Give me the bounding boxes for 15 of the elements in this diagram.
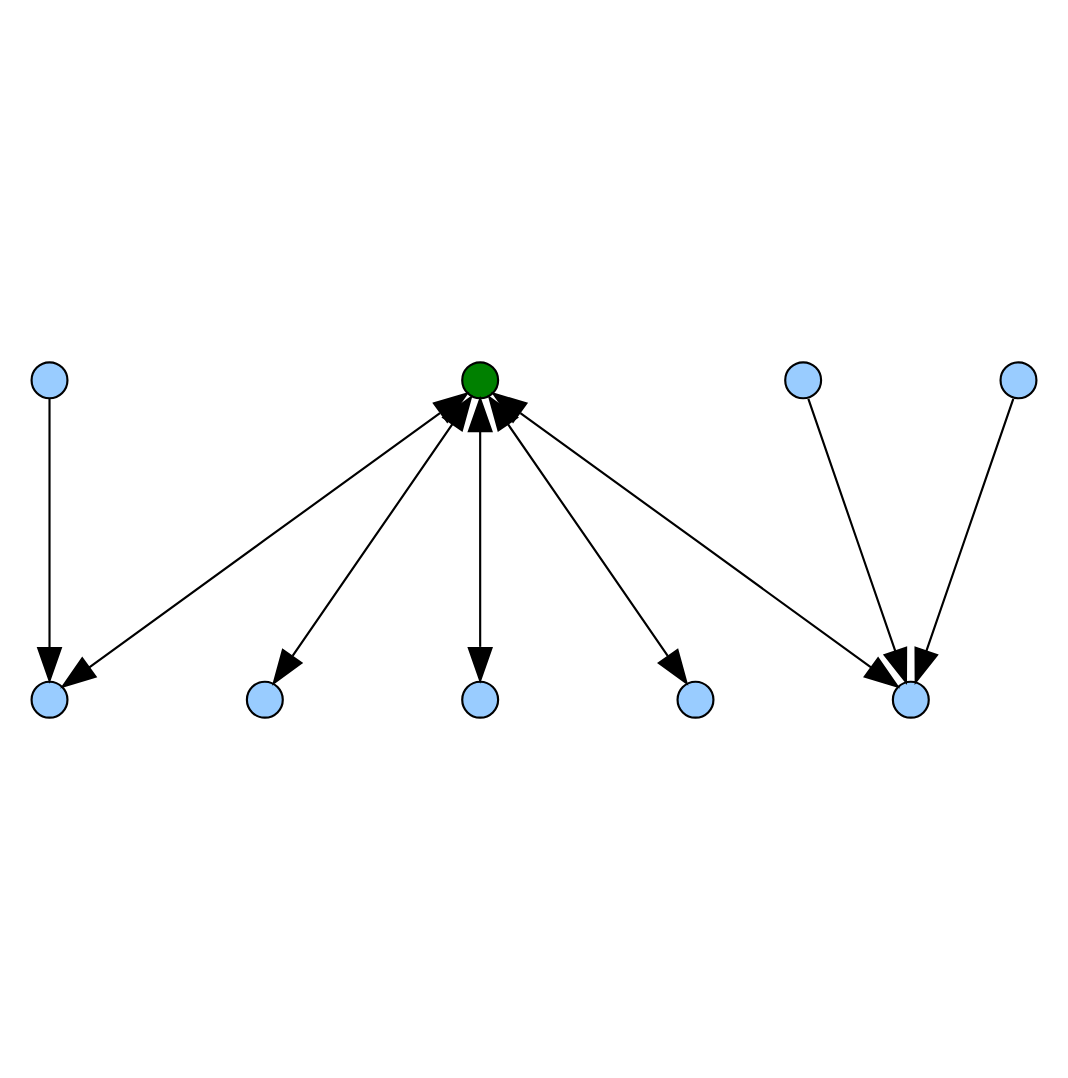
node-circle [461, 360, 500, 399]
node-circle [999, 360, 1038, 399]
arrow [36, 397, 63, 683]
node-circle [461, 679, 500, 718]
node-circle [676, 679, 715, 718]
arrow [807, 397, 908, 684]
arrow [60, 390, 470, 688]
arrow [914, 397, 1015, 684]
node-circle [30, 360, 69, 399]
arrow [467, 394, 493, 683]
arrow [487, 393, 689, 685]
node-circle [245, 679, 284, 718]
node-circle [784, 360, 823, 399]
node-circle [891, 679, 930, 718]
node-circle [30, 679, 69, 718]
